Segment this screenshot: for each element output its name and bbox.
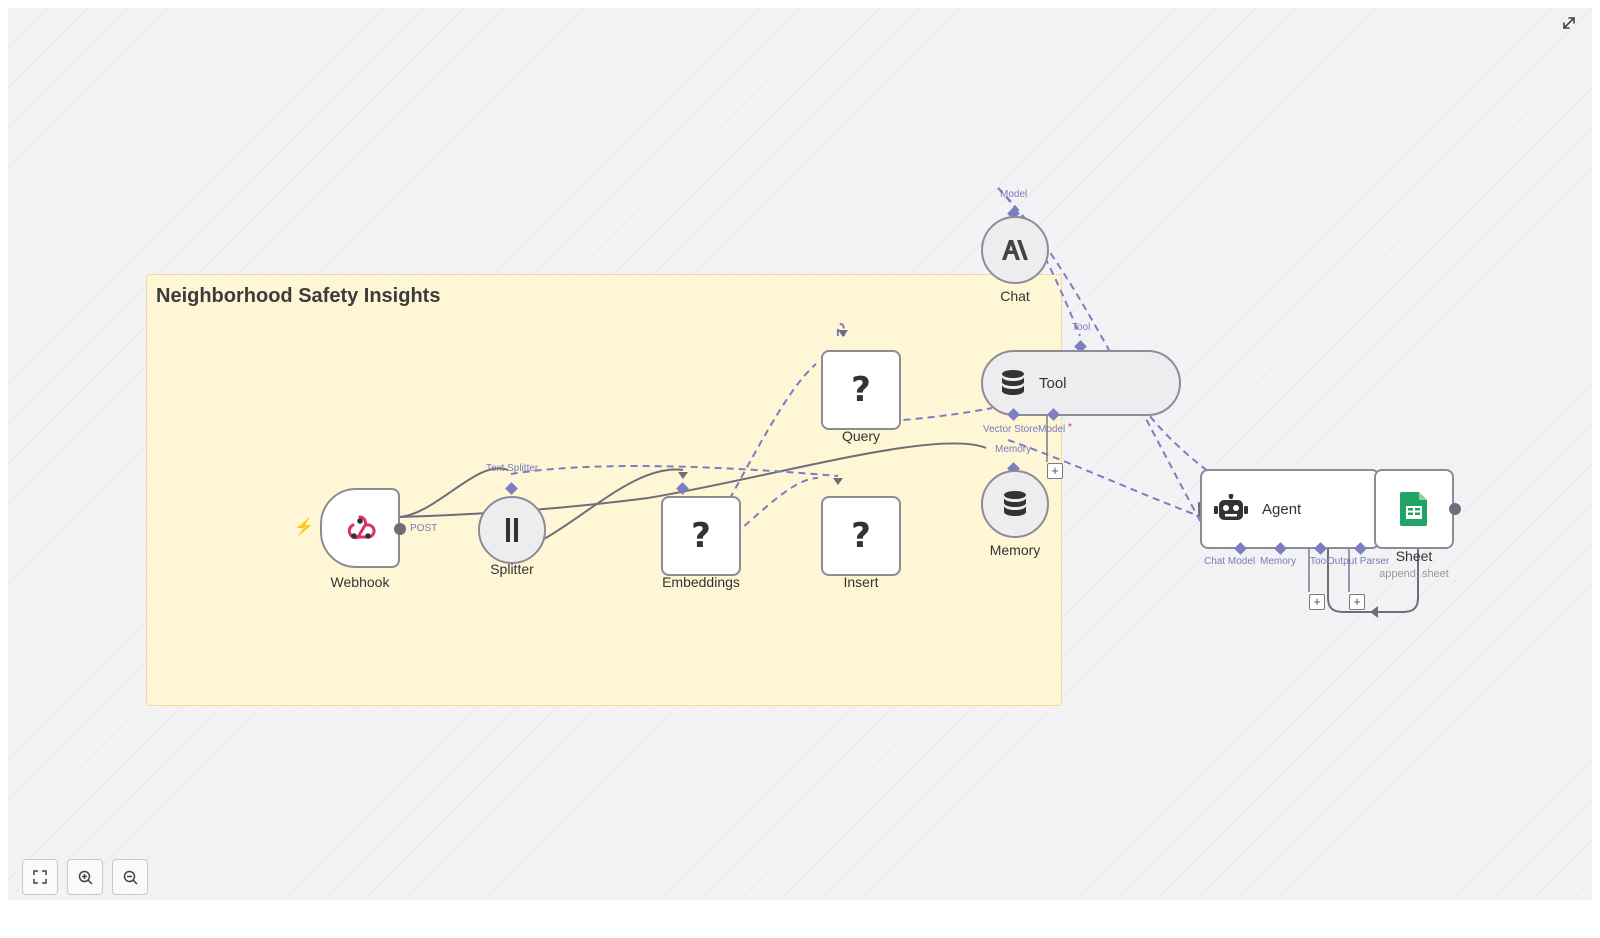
node-agent[interactable]: Agent [1200, 469, 1380, 549]
anthropic-icon [1002, 240, 1028, 260]
zoom-in-icon [78, 870, 93, 885]
webhook-output-port[interactable] [394, 523, 406, 535]
edge-webhook-splitter [399, 467, 509, 518]
memory-label: Memory [989, 542, 1041, 558]
tool-model-label: Model [1038, 424, 1066, 435]
insert-label: Insert [843, 574, 879, 590]
edge-embeddings-query [717, 363, 817, 521]
embeddings-label: Embeddings [662, 574, 740, 590]
zoom-in-button[interactable] [67, 859, 103, 895]
edge-query-loop [836, 323, 846, 337]
edge-query-tool [843, 407, 993, 423]
splitter-port-label: Text Splitter [486, 463, 539, 474]
node-embeddings[interactable]: ? [661, 496, 741, 576]
agent-port-chat-model: Chat Model [1204, 556, 1256, 567]
webhook-port-label: POST [410, 523, 438, 534]
agent-output-parser-add-button[interactable]: + [1349, 594, 1365, 610]
tool-vector-store-label: Vector Store [983, 424, 1039, 435]
sticky-note[interactable]: Neighborhood Safety Insights [146, 274, 1062, 706]
zoom-out-button[interactable] [112, 859, 148, 895]
robot-icon [1214, 494, 1248, 520]
sheet-output-port[interactable] [1449, 503, 1461, 515]
node-splitter[interactable] [478, 496, 546, 564]
agent-label: Agent [1262, 500, 1302, 518]
node-webhook[interactable] [320, 488, 400, 568]
connections-layer [399, 187, 1419, 618]
node-insert[interactable]: ? [821, 496, 901, 576]
node-memory[interactable] [981, 470, 1049, 538]
tool-model-required: * [1068, 422, 1072, 433]
question-icon: ? [851, 370, 871, 410]
fit-view-icon [33, 870, 47, 884]
zoom-out-icon [123, 870, 138, 885]
webhook-label: Webhook [330, 574, 390, 590]
splitter-icon [506, 518, 518, 542]
query-label: Query [841, 428, 881, 444]
expand-icon[interactable] [1558, 12, 1580, 34]
sheet-subtitle: append: sheet [1379, 568, 1449, 580]
agent-port-tool: Tool [1310, 556, 1327, 567]
agent-tool-add-button[interactable]: + [1309, 594, 1325, 610]
agent-port-output-parser: Output Parser [1327, 556, 1390, 567]
node-sheet[interactable] [1374, 469, 1454, 549]
workflow-canvas[interactable]: Neighborhood Safety Insights [8, 8, 1592, 900]
edge-splitter-insert [510, 465, 839, 477]
memory-port-label: Memory [995, 444, 1032, 455]
trigger-bolt-icon: ⚡ [294, 519, 314, 536]
sheet-label: Sheet [1395, 548, 1433, 564]
chat-port-label: Model [1000, 189, 1028, 200]
question-icon: ? [851, 516, 871, 556]
edge-embeddings-memory [647, 442, 987, 499]
database-icon [1002, 370, 1024, 395]
database-icon [1004, 491, 1026, 516]
edge-webhook-embeddings [399, 497, 649, 518]
node-tool[interactable]: Tool [981, 350, 1181, 416]
sticky-note-title: Neighborhood Safety Insights [156, 285, 441, 307]
edge-chat-tool [997, 187, 1081, 337]
node-chat[interactable] [981, 216, 1049, 284]
agent-port-memory: Memory [1260, 556, 1297, 567]
fit-view-button[interactable] [22, 859, 58, 895]
chat-label: Chat [1000, 288, 1030, 304]
tool-model-add-button[interactable]: + [1047, 463, 1063, 479]
tool-label: Tool [1039, 374, 1067, 392]
question-icon: ? [691, 516, 711, 556]
tool-port-top-label: Tool [1072, 322, 1091, 333]
edge-embeddings-insert [697, 477, 819, 565]
splitter-label: Splitter [490, 561, 534, 577]
node-query[interactable]: ? [821, 350, 901, 430]
webhook-icon [347, 515, 376, 540]
sheets-icon [1400, 492, 1427, 526]
